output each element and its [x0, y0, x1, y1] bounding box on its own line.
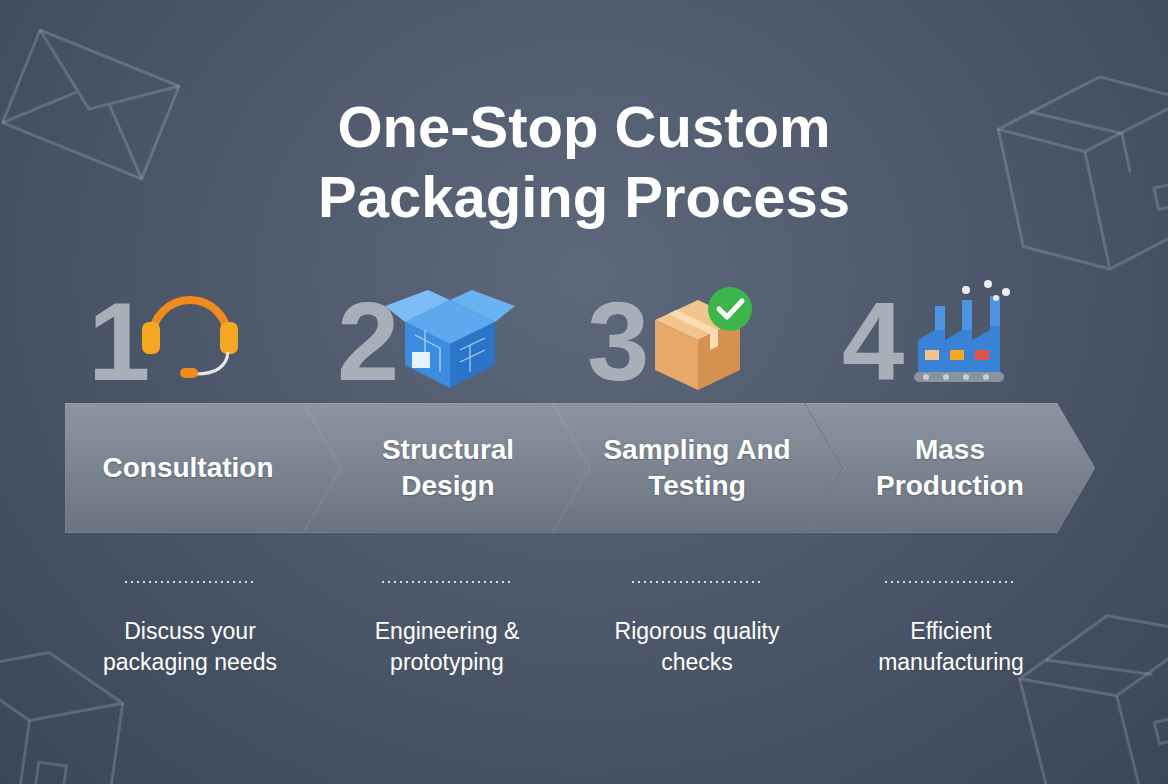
chevron-outline — [303, 403, 593, 533]
chevron-outline — [552, 403, 842, 533]
chevron-shape — [303, 403, 593, 533]
process-chevron: Sampling And Testing — [552, 403, 842, 533]
title: One-Stop Custom Packaging Process — [274, 92, 894, 232]
step-description: Efficient manufacturing — [836, 616, 1066, 678]
cardboard-box-icon — [655, 287, 752, 390]
step-number: 3 — [587, 286, 649, 398]
dotted-rules — [125, 581, 1015, 583]
factory-icon — [914, 280, 1010, 382]
step-title: Mass Production — [850, 432, 1050, 504]
chevron-outline — [65, 403, 343, 533]
headset-icon — [142, 300, 238, 378]
step-description: Rigorous quality checks — [582, 616, 812, 678]
chevron-shape — [805, 403, 1095, 533]
blueprint-box-icon — [385, 290, 515, 388]
step-title: Consultation — [102, 450, 273, 486]
step-number: 2 — [337, 286, 399, 398]
chevron-outline — [805, 403, 1095, 533]
process-chevron: Structural Design — [303, 403, 593, 533]
step-number: 1 — [88, 286, 150, 398]
step-title: Structural Design — [348, 432, 548, 504]
step-title: Sampling And Testing — [597, 432, 797, 504]
process-chevron: Consultation — [65, 403, 343, 533]
step-description: Engineering & prototyping — [332, 616, 562, 678]
step-description: Discuss your packaging needs — [75, 616, 305, 678]
step-number: 4 — [842, 286, 904, 398]
chevron-shape — [552, 403, 842, 533]
process-chevron: Mass Production — [805, 403, 1095, 533]
decor-outlines — [0, 30, 1168, 784]
